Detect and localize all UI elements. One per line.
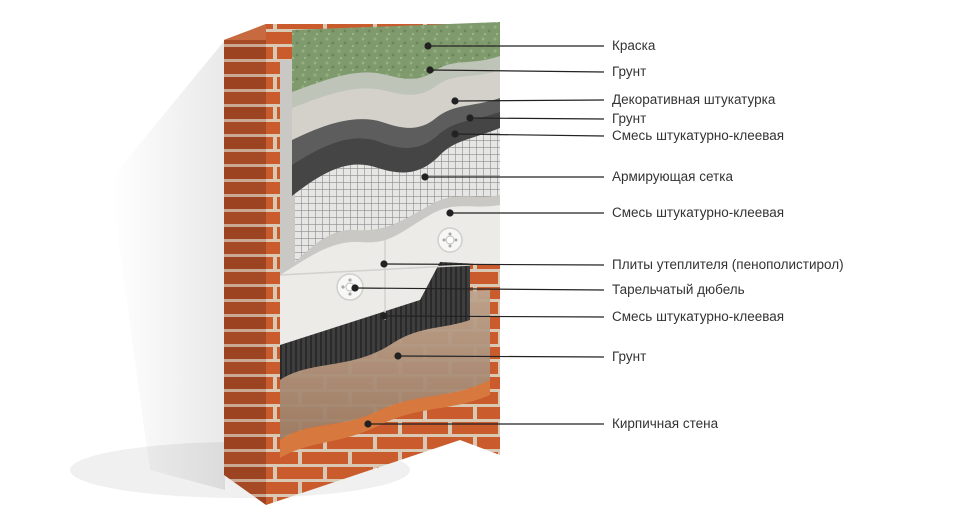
label-brick-wall: Кирпичная стена	[612, 416, 719, 431]
label-adhesive-top: Смесь штукатурно-клеевая	[612, 128, 785, 143]
label-reinforcing-mesh: Армирующая сетка	[612, 169, 733, 184]
leader-dot-primer-2	[466, 114, 474, 122]
leader-dot-decorative-plaster	[451, 97, 459, 105]
leader-dot-reinforcing-mesh	[421, 173, 429, 181]
leader-line-adhesive-top	[454, 133, 605, 137]
leader-dot-primer-top	[426, 66, 434, 74]
leader-line-adhesive-base	[383, 315, 605, 318]
leader-line-decorative-plaster	[454, 99, 605, 102]
leader-dot-dowel	[351, 284, 359, 292]
dowel-head	[437, 227, 463, 253]
label-dowel: Тарельчатый дюбель	[612, 282, 745, 297]
leader-dot-brick-wall	[364, 420, 372, 428]
leader-dot-adhesive-top	[451, 130, 459, 138]
label-insulation-boards: Плиты утеплителя (пенополистирол)	[612, 257, 844, 272]
leader-dot-primer-base	[394, 352, 402, 360]
leader-line-insulation-boards	[383, 263, 605, 266]
leader-line-primer-2	[469, 117, 605, 120]
label-decorative-plaster: Декоративная штукатурка	[612, 92, 776, 107]
leader-dot-adhesive-mid	[446, 209, 454, 217]
leader-line-primer-top	[429, 69, 605, 73]
leader-line-dowel	[354, 287, 605, 291]
leader-dot-insulation-boards	[380, 260, 388, 268]
leader-dot-adhesive-base	[380, 312, 388, 320]
leader-line-primer-base	[397, 355, 605, 358]
label-primer-2: Грунт	[612, 111, 647, 126]
label-adhesive-mid: Смесь штукатурно-клеевая	[612, 205, 785, 220]
leader-dot-paint	[424, 42, 432, 50]
dowel-head	[336, 273, 364, 301]
label-paint: Краска	[612, 38, 656, 53]
label-primer-top: Грунт	[612, 64, 647, 79]
label-adhesive-base: Смесь штукатурно-клеевая	[612, 309, 785, 324]
label-primer-base: Грунт	[612, 349, 647, 364]
